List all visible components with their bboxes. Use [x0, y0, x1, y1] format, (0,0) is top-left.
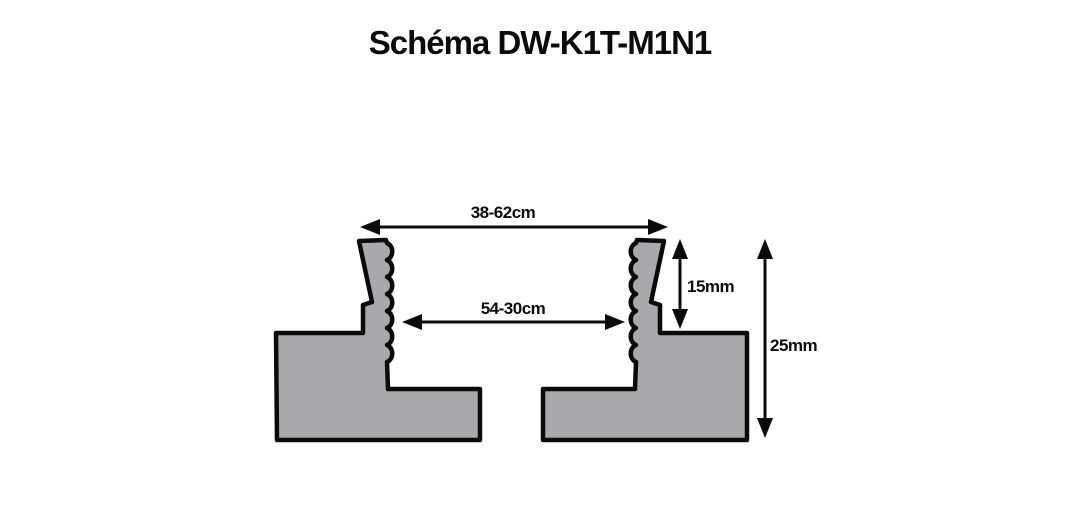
- arrowhead-left-icon: [402, 314, 422, 330]
- jaw-height-dimension-label: 15mm: [687, 277, 735, 296]
- top-width-dimension-label: 38-62cm: [471, 203, 536, 222]
- overall-height-dimension-label: 25mm: [770, 336, 818, 355]
- arrowhead-left-icon: [360, 219, 380, 235]
- overall-height-dimension-arrow: [757, 239, 773, 438]
- arrowhead-right-icon: [605, 314, 625, 330]
- left-clamp-profile: [273, 237, 483, 443]
- inner-width-dimension-arrow: [402, 314, 625, 330]
- jaw-height-dimension-arrow: [672, 239, 688, 329]
- diagram-title: Schéma DW-K1T-M1N1: [369, 24, 712, 61]
- arrowhead-right-icon: [648, 219, 668, 235]
- arrowhead-down-icon: [672, 309, 688, 329]
- arrowhead-down-icon: [757, 418, 773, 438]
- arrowhead-up-icon: [757, 239, 773, 259]
- right-clamp-profile: [540, 237, 750, 443]
- top-width-dimension-arrow: [360, 219, 668, 235]
- inner-width-dimension-label: 54-30cm: [481, 299, 546, 318]
- arrowhead-up-icon: [672, 239, 688, 259]
